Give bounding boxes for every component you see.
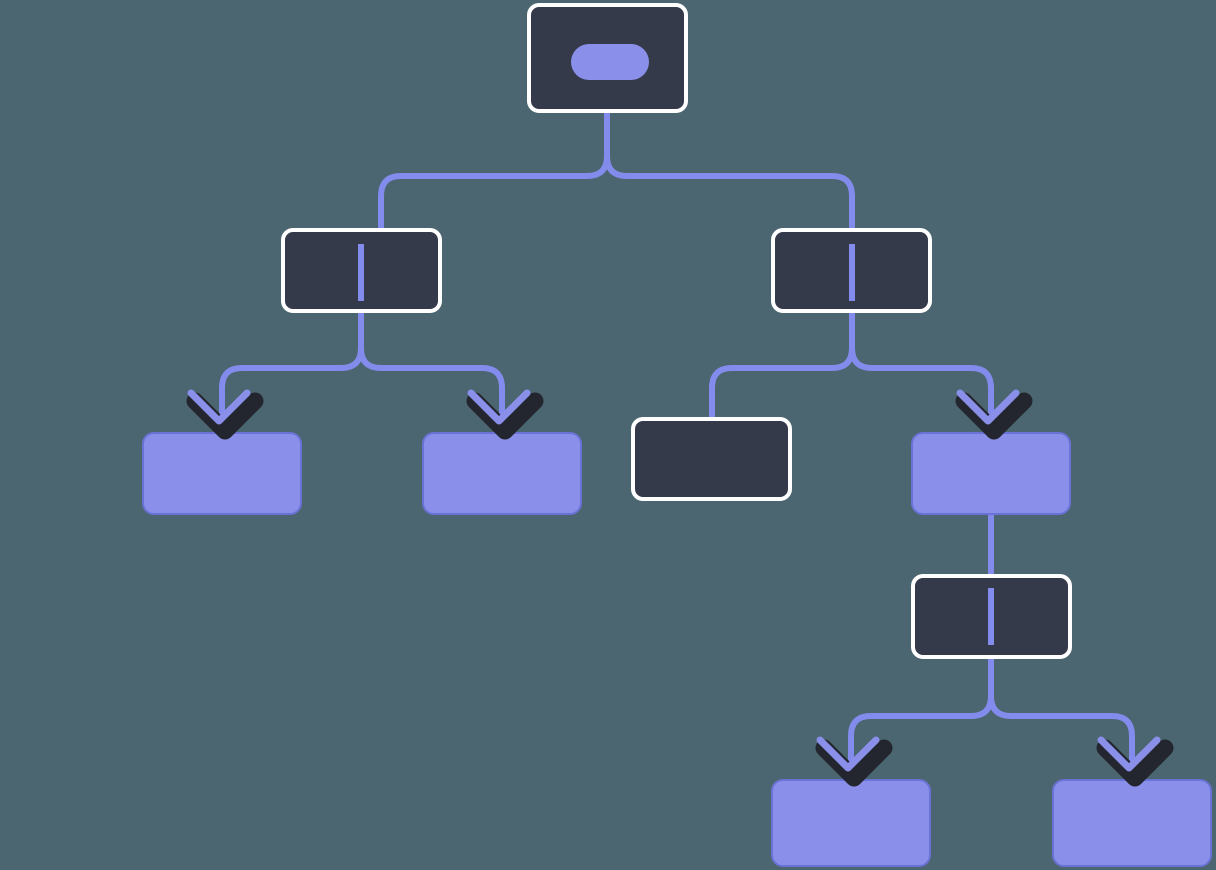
root-node-pill-icon bbox=[571, 44, 649, 80]
leaf-node-2[interactable] bbox=[422, 432, 582, 515]
level4-dark-node[interactable] bbox=[911, 574, 1072, 659]
root-node[interactable] bbox=[527, 3, 688, 113]
leaf-node-3[interactable] bbox=[771, 779, 931, 867]
leaf-node-4[interactable] bbox=[1052, 779, 1212, 867]
leaf-node-1[interactable] bbox=[142, 432, 302, 515]
level3-purple-node[interactable] bbox=[911, 432, 1071, 515]
level2-right-node[interactable] bbox=[771, 228, 932, 313]
level2-left-node[interactable] bbox=[281, 228, 442, 313]
level3-dark-node[interactable] bbox=[631, 417, 792, 501]
